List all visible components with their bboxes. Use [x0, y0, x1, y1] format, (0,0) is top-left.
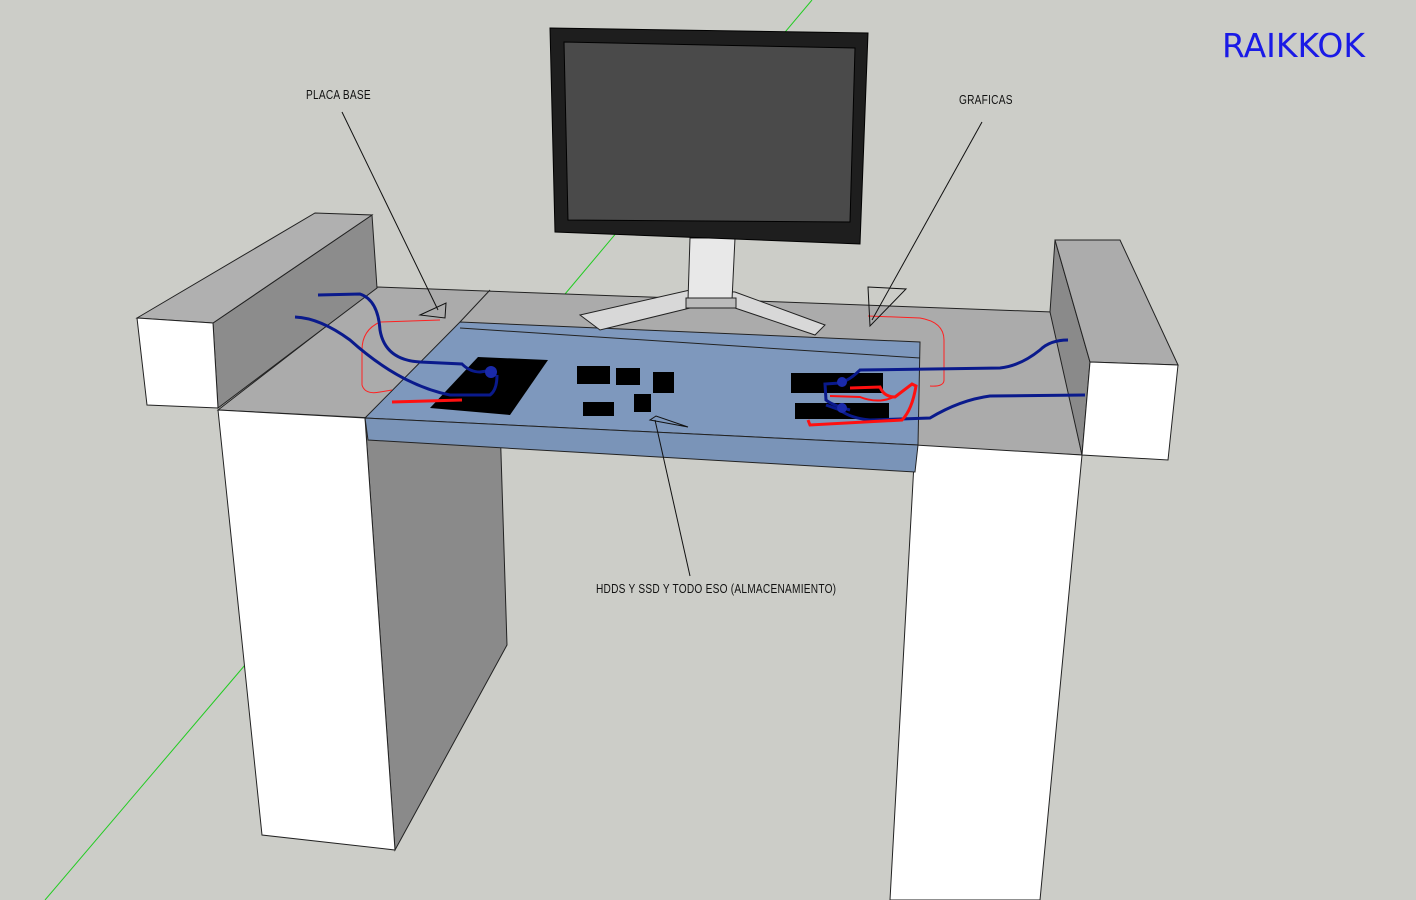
cable-blue: [825, 393, 1086, 422]
storage-drive[interactable]: [616, 368, 640, 385]
cable-blue: [317, 292, 495, 374]
leader-placa-base: [341, 111, 439, 311]
cable-red: [806, 382, 918, 427]
connector: [485, 366, 497, 378]
component-panel-front[interactable]: [364, 417, 919, 473]
monitor-neck[interactable]: [687, 237, 736, 301]
connector: [837, 403, 847, 413]
leader-storage: [654, 419, 691, 577]
brand-text: RAIKKOK: [1222, 26, 1365, 65]
right-leg-front-face[interactable]: [889, 444, 1083, 900]
connector: [837, 377, 847, 387]
green-axis-bottom: [44, 664, 246, 900]
storage-drive[interactable]: [583, 402, 614, 416]
left-leg-front-face[interactable]: [217, 409, 396, 851]
cable-red: [391, 398, 463, 404]
right-block-front[interactable]: [1081, 361, 1179, 461]
leader-graficas: [871, 121, 983, 321]
storage-drive[interactable]: [577, 366, 610, 384]
leader-arrow: [867, 286, 908, 328]
cable-blue: [823, 338, 1069, 412]
gpu-outline: [867, 315, 945, 387]
panel-edge: [459, 327, 921, 359]
label-placa-base: PLACA BASE: [306, 87, 371, 102]
cable-red: [829, 394, 899, 402]
cable-blue: [294, 315, 499, 397]
label-storage: HDDS Y SSD Y TODO ESO (ALMACENAMIENTO): [596, 581, 837, 596]
monitor-neck-ring: [685, 297, 737, 309]
leader-arrow: [648, 415, 689, 428]
motherboard-outline: [361, 319, 441, 394]
storage-drive[interactable]: [653, 372, 674, 393]
left-block-front[interactable]: [136, 317, 219, 409]
label-graficas: GRAFICAS: [959, 92, 1013, 107]
monitor-screen[interactable]: [563, 41, 856, 223]
panel-back-edge: [459, 289, 491, 323]
storage-drive[interactable]: [634, 394, 651, 412]
leader-arrow: [418, 302, 447, 319]
